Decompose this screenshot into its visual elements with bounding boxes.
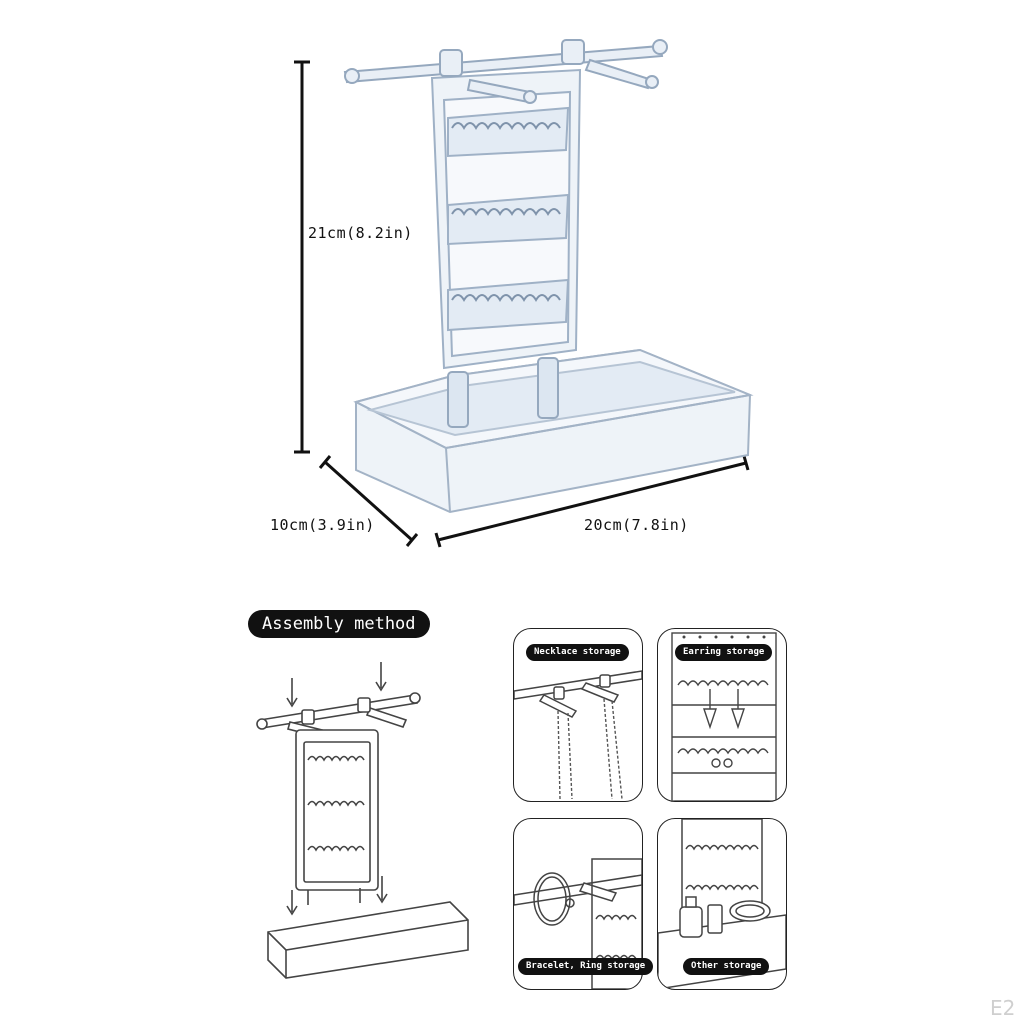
earring-illustration <box>671 632 777 801</box>
posts <box>447 357 559 428</box>
depth-label: 10cm(3.9in) <box>270 516 375 534</box>
watermark: E2 <box>990 996 1016 1020</box>
necklace-illustration <box>514 670 642 800</box>
necklace-storage-label: Necklace storage <box>526 644 629 661</box>
product-illustration <box>294 39 754 548</box>
other-storage-label: Other storage <box>683 958 770 975</box>
earring-storage-label: Earring storage <box>675 644 773 661</box>
assembly-title: Assembly method <box>248 610 430 638</box>
necklace-bar <box>343 39 668 104</box>
width-label: 20cm(7.8in) <box>584 516 689 534</box>
width-dimension-line <box>437 461 747 542</box>
earring-board <box>430 68 582 370</box>
assembly-diagram <box>256 662 469 979</box>
height-label: 21cm(8.2in) <box>308 224 413 242</box>
depth-dimension-line <box>323 460 414 542</box>
bracelet-ring-storage-label: Bracelet, Ring storage <box>518 958 654 975</box>
bracelet-illustration <box>514 858 642 989</box>
